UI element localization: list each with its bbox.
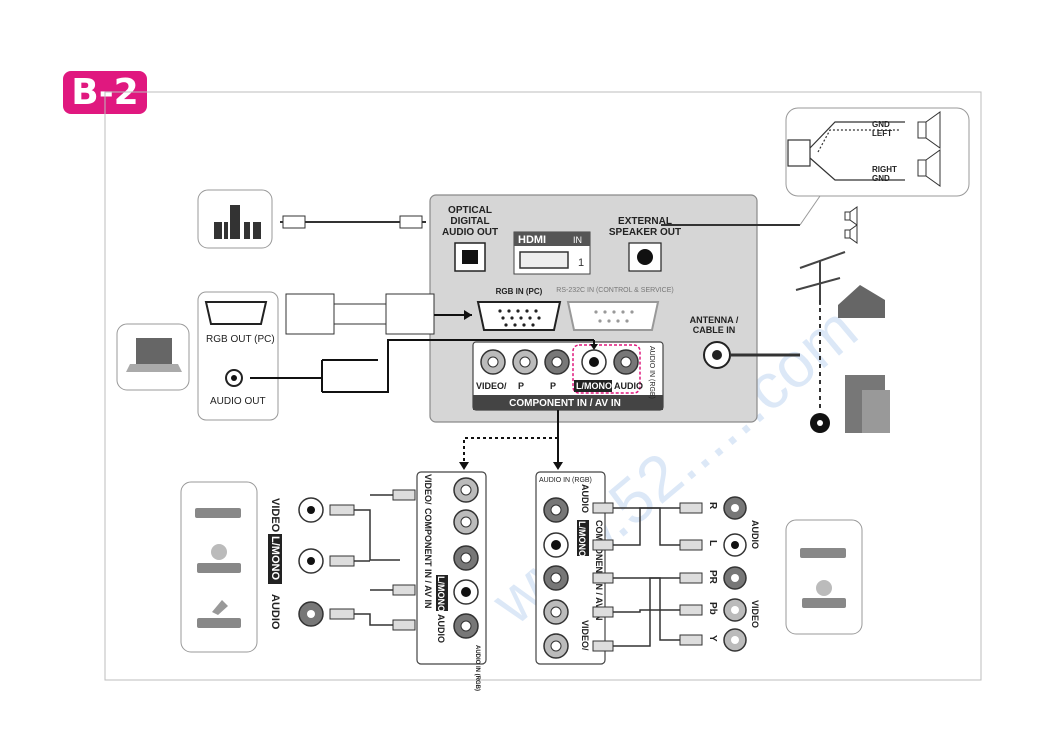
diagram-frame <box>104 91 982 681</box>
svg-text:P: P <box>550 381 556 391</box>
component-source-jacks <box>723 496 747 652</box>
av-source-jacks <box>298 497 324 627</box>
component-source-devices <box>800 548 846 608</box>
hdmi-header <box>514 232 590 246</box>
svg-text:VIDEO: VIDEO <box>750 600 760 628</box>
av-source-labels: VIDEO L/MONO AUDIO <box>268 498 282 630</box>
home-theater-icon <box>214 205 261 239</box>
rs232-pins <box>594 310 634 323</box>
rgb-out-label: RGB OUT (PC) <box>206 334 275 345</box>
rs232-label: RS-232C IN (CONTROL & SERVICE) <box>556 287 673 294</box>
svg-text:AUDIO: AUDIO <box>614 381 643 391</box>
speaker-out-jack <box>637 249 653 265</box>
audio-out-label: AUDIO OUT <box>210 396 266 407</box>
rgb-in-port[interactable] <box>476 301 562 331</box>
component-source-labels: R L AUDIO PR Pb Y VIDEO <box>707 502 760 642</box>
right-strip-labels: AUDIO L/MONO COMPONENT IN / AV IN VIDEO/ <box>577 484 604 651</box>
svg-text:VIDEO/: VIDEO/ <box>423 474 433 505</box>
hdmi-logo: HDMI <box>518 234 546 246</box>
component-source-box <box>785 519 863 635</box>
antenna-label: ANTENNA / CABLE IN <box>690 315 739 335</box>
rgb-in-label: RGB IN (PC) <box>496 287 543 296</box>
rgb-out-port <box>204 301 268 325</box>
svg-text:VIDEO/: VIDEO/ <box>580 620 590 651</box>
svg-text:GND: GND <box>872 120 890 129</box>
inset-pointer <box>799 195 821 226</box>
right-strip-top-label: AUDIO IN (RGB) <box>539 477 592 484</box>
svg-text:L/MONO: L/MONO <box>576 381 612 391</box>
jack-labels: VIDEO/ P P L/MONO AUDIO <box>476 380 643 392</box>
mini-speakers <box>844 206 858 244</box>
svg-text:OPTICAL: OPTICAL <box>448 205 492 216</box>
av-plugs <box>329 489 416 631</box>
speaker-icons <box>917 111 941 187</box>
svg-text:AUDIO: AUDIO <box>436 614 446 643</box>
rs232-port[interactable] <box>566 301 660 331</box>
svg-text:AUDIO: AUDIO <box>750 520 760 549</box>
svg-text:AUDIO OUT: AUDIO OUT <box>442 227 498 238</box>
svg-text:AUDIO: AUDIO <box>269 594 281 630</box>
svg-text:LEFT: LEFT <box>872 129 892 138</box>
svg-text:SPEAKER OUT: SPEAKER OUT <box>609 227 681 238</box>
antenna-building-icons <box>795 251 890 433</box>
svg-text:L/MONO: L/MONO <box>436 576 446 612</box>
svg-text:VIDEO: VIDEO <box>269 498 281 533</box>
svg-text:ANTENNA /: ANTENNA / <box>690 315 739 325</box>
svg-text:L/MONO: L/MONO <box>269 536 281 580</box>
svg-text:DIGITAL: DIGITAL <box>450 216 489 227</box>
optical-plug-right <box>399 215 423 229</box>
hdmi-port-number: 1 <box>578 257 584 269</box>
speaker-inset-wiring <box>787 121 905 181</box>
antenna-port-center <box>712 350 722 360</box>
svg-text:P: P <box>518 381 524 391</box>
laptop-icon <box>126 338 182 372</box>
av-source-devices <box>195 508 241 628</box>
svg-text:EXTERNAL: EXTERNAL <box>618 216 672 227</box>
svg-text:Y: Y <box>707 635 718 642</box>
svg-text:L/MONO: L/MONO <box>577 521 587 557</box>
optical-label: OPTICAL DIGITAL AUDIO OUT <box>442 205 498 238</box>
component-bar <box>473 395 663 410</box>
left-strip-labels: VIDEO/ COMPONENT IN / AV IN L/MONO AUDIO… <box>423 474 480 691</box>
optical-plug-left <box>282 215 306 229</box>
svg-text:R: R <box>707 502 718 510</box>
svg-text:L: L <box>707 540 718 546</box>
speaker-inset-labels: GND LEFT RIGHT GND <box>872 120 897 183</box>
audio-highlight <box>572 344 641 394</box>
svg-text:RIGHT: RIGHT <box>872 165 897 174</box>
svg-text:GND: GND <box>872 174 890 183</box>
component-bar-label: COMPONENT IN / AV IN <box>509 398 621 409</box>
left-strip-jacks <box>453 477 479 639</box>
rgb-cable <box>285 293 435 335</box>
svg-text:COMPONENT IN / AV IN: COMPONENT IN / AV IN <box>423 508 433 609</box>
svg-text:COMPONENT IN / AV IN: COMPONENT IN / AV IN <box>594 520 604 621</box>
component-arrow <box>463 437 558 465</box>
svg-text:AUDIO IN (RGB): AUDIO IN (RGB) <box>474 645 480 691</box>
speaker-out-label: EXTERNAL SPEAKER OUT <box>609 216 681 238</box>
hdmi-port[interactable] <box>519 251 569 269</box>
pc-audio-cable <box>250 339 594 393</box>
svg-text:VIDEO/: VIDEO/ <box>476 381 507 391</box>
svg-text:AUDIO: AUDIO <box>580 484 590 513</box>
audio-in-rgb-vertical: AUDIO IN (RGB) <box>648 346 655 399</box>
optical-port-inner <box>462 250 478 264</box>
rgb-in-pins <box>498 309 541 327</box>
svg-text:Pb: Pb <box>707 602 718 615</box>
svg-text:PR: PR <box>707 570 718 585</box>
right-strip-jacks <box>543 497 569 659</box>
svg-text:CABLE IN: CABLE IN <box>693 325 736 335</box>
component-plugs <box>592 502 703 652</box>
hdmi-in-label: IN <box>573 235 582 245</box>
component-cables <box>612 507 680 647</box>
